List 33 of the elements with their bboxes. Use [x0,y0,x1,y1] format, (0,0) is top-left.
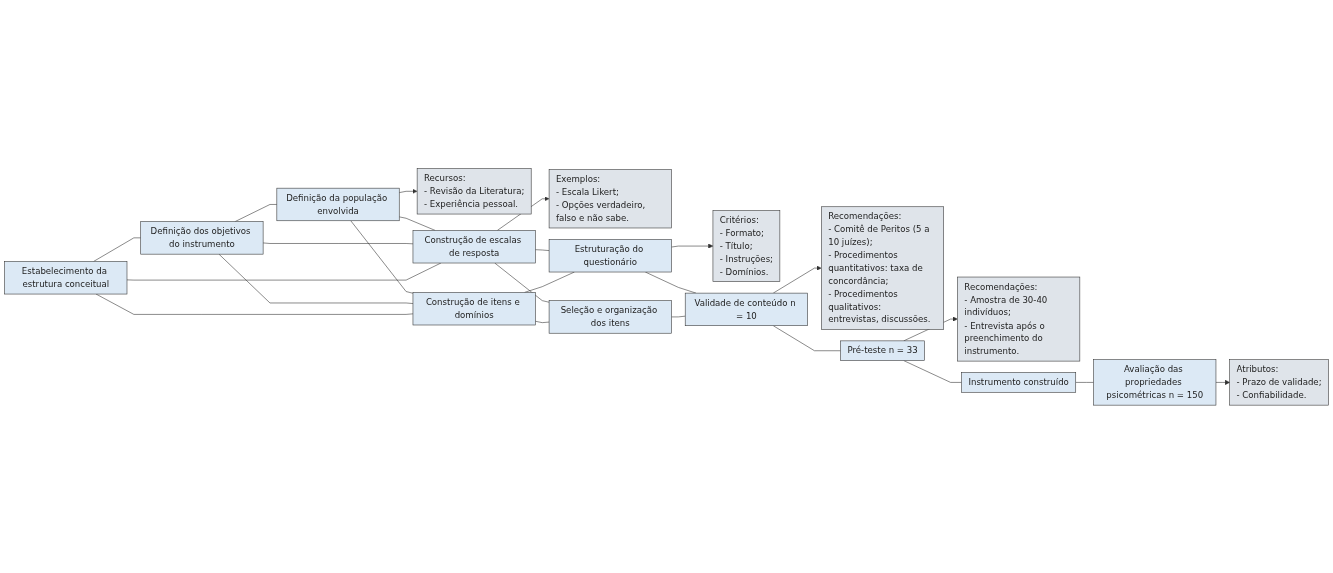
connector [262,242,414,244]
connector [398,216,436,231]
node-box: Exemplos: - Escala Likert; - Opções verdadeiro, falso e não sabe. [548,169,672,228]
connector [234,203,278,222]
connector [671,315,686,317]
connector [535,249,550,251]
connector [126,262,442,281]
connector [218,253,414,304]
node-box: Critérios: - Formato; - Título; - Instruções; - Domínios. [712,209,781,282]
connector [95,293,414,315]
connector [772,325,841,351]
node-box: Estruturação do questionário [548,238,672,272]
connector [494,262,550,303]
node-box: Atributos: - Prazo de validade; - Confiabilidade. [1229,359,1329,406]
node-box: Recomendações: - Comitê de Peritos (5 a 10 juízes); - Procedimentos quantitativos: taxa de concordância; - Procedimentos qualitativos: entrevistas, discussões. [821,206,944,330]
node-box: Construção de itens e domínios [412,291,536,325]
node-box: Estabelecimento da estrutura conceitual [4,260,128,294]
connector [1075,381,1094,383]
node-box: Seleção e organização dos itens [548,299,672,334]
node-box: Recomendações: - Amostra de 30-40 indivíduos; - Entrevista após o preenchimento do instrumento. [957,276,1081,362]
connector [903,359,962,383]
node-box: Avaliação das propriedades psicométricas n = 150 [1093,359,1217,406]
node-box: Instrumento construído [961,371,1077,393]
node-box: Recursos: - Revisão da Literatura; - Experiência pessoal. [416,167,532,214]
node-box: Pré-teste n = 33 [840,340,925,361]
node-box: Construção de escalas de resposta [412,229,536,263]
connector [93,237,141,262]
node-box: Definição da população envolvida [276,187,400,221]
node-box: Definição dos objetivos do instrumento [140,220,264,255]
connector [524,271,575,293]
connector [350,220,414,294]
node-box: Validade de conteúdo n = 10 [684,292,808,326]
connector [535,320,550,323]
